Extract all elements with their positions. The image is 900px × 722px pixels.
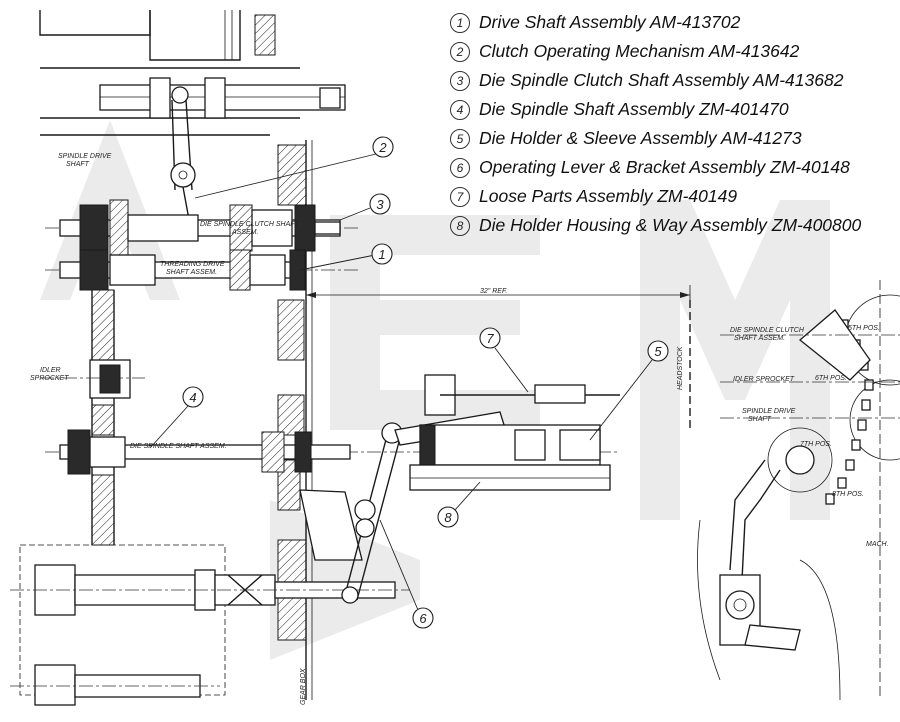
label-text: THREADING DRIVE [160,261,225,268]
legend-item: 1 Drive Shaft Assembly AM-413702 [450,8,895,37]
legend-number: 5 [450,128,470,149]
legend-item: 6 Operating Lever & Bracket Assembly ZM-… [450,153,895,182]
end-view-labels: DIE SPINDLE CLUTCH SHAFT ASSEM. IDLER SP… [730,325,889,548]
dimension-32-ref: 32" REF. HEADSTOCK [306,285,691,430]
label-text: DIE SPINDLE CLUTCH [730,327,805,334]
label-text: MACH. [866,541,889,548]
legend-number: 6 [450,157,470,178]
callout-7: 7 [479,327,529,393]
label-text: SHAFT [748,416,772,423]
label-text: DIE SPINDLE SHAFT ASSEM. [130,443,227,450]
callout-2: 2 [194,136,394,199]
svg-text:7: 7 [486,331,494,346]
label-text: HEADSTOCK [677,346,684,390]
label-text: 8TH POS. [832,491,864,498]
legend-number: 2 [450,41,470,62]
end-view-mechanism [697,280,900,701]
legend-text: Die Holder Housing & Way Assembly ZM-400… [479,215,862,235]
label-text: 5TH POS. [848,325,880,332]
label-text: GEAR BOX [300,668,307,705]
legend-number: 7 [450,186,470,207]
legend-item: 2 Clutch Operating Mechanism AM-413642 [450,37,895,66]
label-text: 6TH POS. [815,375,847,382]
legend-item: 5 Die Holder & Sleeve Assembly AM-41273 [450,124,895,153]
legend-text: Die Spindle Clutch Shaft Assembly AM-413… [479,70,844,90]
headstock-housing [39,10,313,700]
label-text: DIE SPINDLE CLUTCH SHAFT [200,221,300,228]
legend-number: 3 [450,70,470,91]
label-text: SPINDLE DRIVE [742,408,796,415]
svg-text:8: 8 [444,510,452,525]
label-text: 7TH POS. [800,441,832,448]
gear-box-assembly: GEAR BOX [10,544,410,706]
legend-number: 1 [450,12,470,33]
legend-item: 3 Die Spindle Clutch Shaft Assembly AM-4… [450,66,895,95]
operating-lever [299,422,403,604]
legend-text: Die Spindle Shaft Assembly ZM-401470 [479,99,789,119]
legend-item: 7 Loose Parts Assembly ZM-40149 [450,182,895,211]
label-text: IDLER SPROCKET [733,376,795,383]
legend-number: 4 [450,99,470,120]
callout-4: 4 [149,386,204,449]
label-text: SHAFT [66,161,90,168]
label-text: SPINDLE DRIVE [58,153,112,160]
legend-text: Operating Lever & Bracket Assembly ZM-40… [479,157,850,177]
label-text: SHAFT ASSEM. [166,269,217,276]
callout-1: 1 [299,243,393,271]
svg-text:1: 1 [378,247,385,262]
callout-3: 3 [339,193,391,221]
svg-text:3: 3 [376,197,384,212]
legend-text: Drive Shaft Assembly AM-413702 [479,12,741,32]
frame-columns [91,289,115,546]
label-text: 32" REF. [480,288,507,295]
legend-item: 4 Die Spindle Shaft Assembly ZM-401470 [450,95,895,124]
callout-5: 5 [589,340,669,441]
label-text: ASSEM. [231,229,259,236]
label-spindle-drive-shaft: SPINDLE DRIVE SHAFT [58,153,112,168]
clutch-shaft-assembly: DIE SPINDLE CLUTCH SHAFT ASSEM. [45,199,360,257]
svg-text:5: 5 [654,344,662,359]
threading-drive-shaft-assembly: THREADING DRIVE SHAFT ASSEM. [45,249,360,291]
svg-text:6: 6 [419,611,427,626]
die-holder-assembly [394,374,620,491]
legend-text: Die Holder & Sleeve Assembly AM-41273 [479,128,802,148]
svg-text:4: 4 [189,390,196,405]
legend-text: Clutch Operating Mechanism AM-413642 [479,41,800,61]
label-text: SPROCKET [30,375,69,382]
legend-text: Loose Parts Assembly ZM-40149 [479,186,738,206]
idler-sprocket: IDLER SPROCKET [30,359,145,399]
svg-text:2: 2 [378,140,387,155]
parts-legend: 1 Drive Shaft Assembly AM-413702 2 Clutc… [450,8,895,240]
callout-8: 8 [437,481,481,528]
legend-item: 8 Die Holder Housing & Way Assembly ZM-4… [450,211,895,240]
label-text: IDLER [40,367,61,374]
legend-number: 8 [450,215,470,236]
label-text: SHAFT ASSEM. [734,335,785,342]
callout-6: 6 [379,519,434,629]
